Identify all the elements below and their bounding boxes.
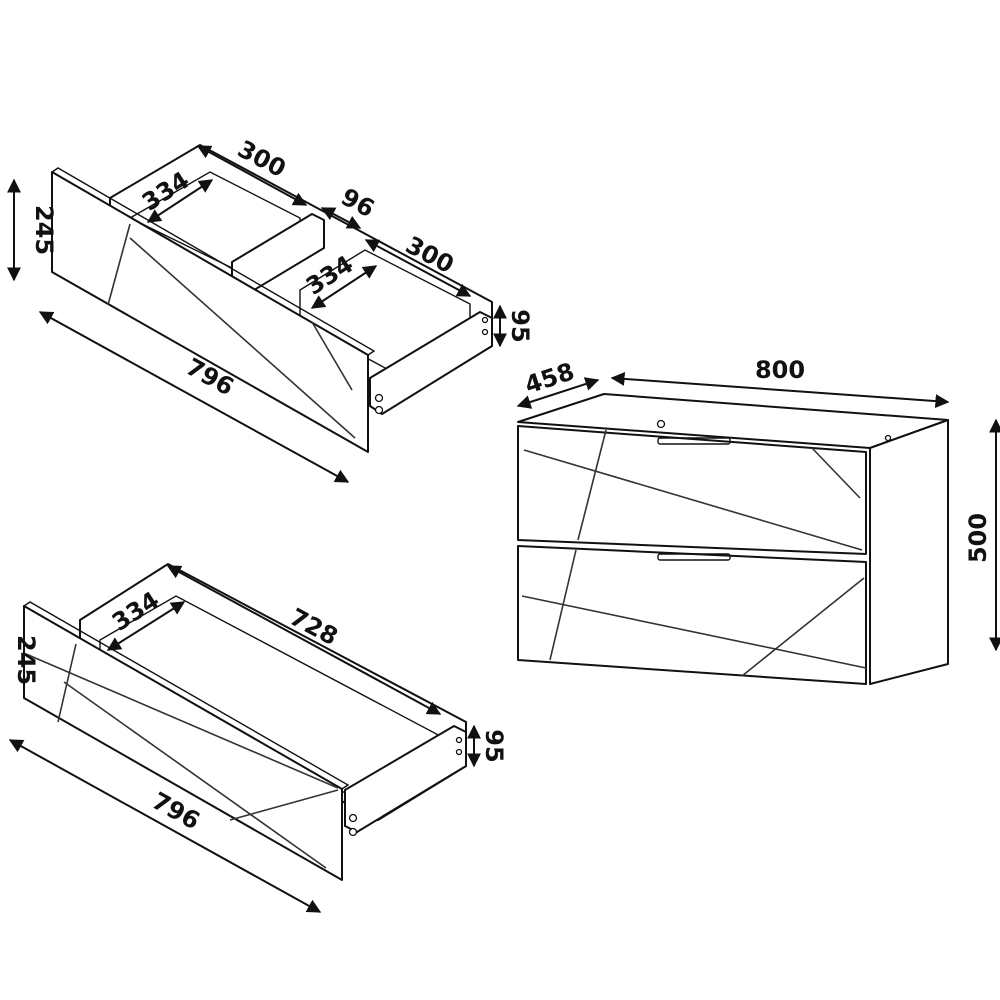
bottom-drawer-screw-hole — [455, 736, 463, 744]
cabinet-right-side — [869, 419, 949, 685]
top-drawer-screw-hole — [374, 393, 384, 403]
cabinet-upper-groove-1 — [577, 429, 607, 541]
cabinet-lower-groove-3 — [741, 577, 865, 677]
top-drawer-screw-hole — [374, 405, 384, 415]
top-drawer-front-groove-1 — [107, 223, 131, 306]
dim-arrow-796-bottom — [8, 739, 322, 913]
cabinet-top-hole — [884, 434, 892, 442]
dim-label-800: 800 — [755, 356, 805, 384]
bottom-drawer-screw-hole — [455, 748, 463, 756]
dim-arrow-300-left — [196, 145, 308, 206]
cabinet — [517, 393, 949, 685]
bottom-drawer — [22, 563, 467, 881]
dim-arrow-458 — [516, 377, 600, 409]
top-drawer-screw-hole — [481, 316, 489, 324]
bottom-drawer-screw-hole — [348, 813, 358, 823]
top-drawer-side-panel — [369, 311, 493, 415]
dim-label-95-bottom: 95 — [480, 729, 508, 762]
cabinet-upper-groove-3 — [811, 447, 861, 499]
dim-arrow-96 — [320, 207, 362, 229]
cabinet-upper-groove-2 — [523, 449, 863, 551]
bottom-drawer-side-panel — [344, 725, 467, 833]
cabinet-lower-groove-2 — [521, 595, 867, 669]
dim-arrow-796-top — [38, 311, 350, 483]
top-drawer — [50, 144, 493, 453]
dim-label-245-bottom: 245 — [12, 635, 40, 685]
dim-label-95-top: 95 — [506, 309, 534, 342]
dim-arrow-728 — [166, 565, 442, 715]
dim-label-96: 96 — [336, 183, 379, 223]
cabinet-top-hole — [656, 419, 666, 429]
dim-label-458: 458 — [521, 357, 577, 399]
bottom-drawer-front-top-edge — [22, 601, 350, 790]
dim-label-245-top: 245 — [30, 205, 58, 255]
cabinet-upper-drawer-front — [517, 425, 867, 555]
cabinet-lower-handle — [657, 553, 731, 561]
top-drawer-front-top-edge — [50, 167, 376, 356]
top-drawer-screw-hole — [481, 328, 489, 336]
cabinet-lower-drawer-front — [517, 545, 867, 685]
bottom-drawer-screw-hole — [348, 827, 358, 837]
dim-arrow-300-right — [364, 239, 472, 297]
cabinet-upper-handle — [657, 437, 731, 445]
dim-label-500: 500 — [964, 513, 992, 563]
dim-arrow-800 — [610, 371, 950, 409]
bottom-drawer-front-groove-1 — [57, 643, 77, 723]
